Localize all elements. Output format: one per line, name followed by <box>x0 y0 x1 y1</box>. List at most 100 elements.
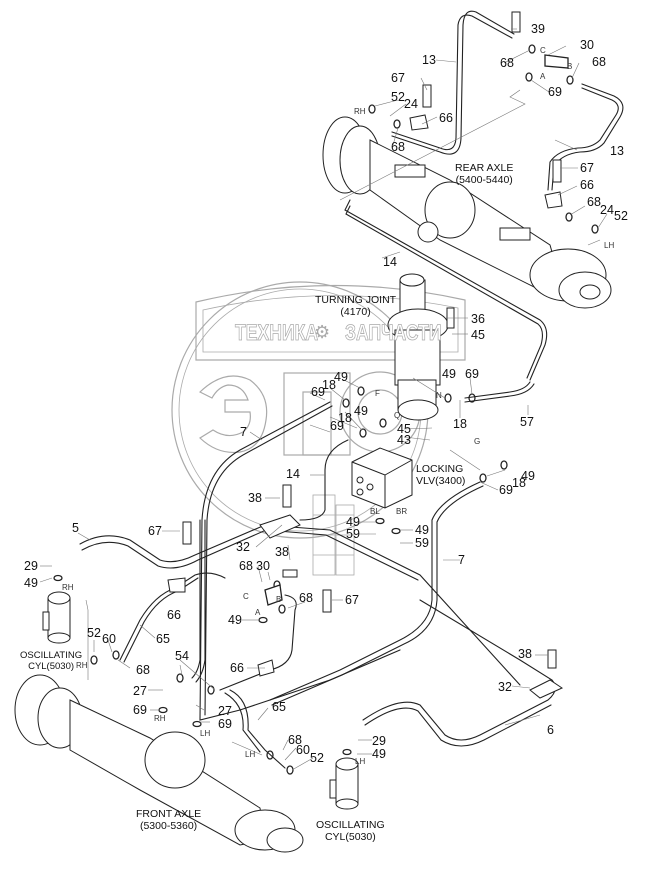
front-axle-title: FRONT AXLE(5300-5360) <box>136 808 202 833</box>
watermark-letter-e <box>198 375 268 454</box>
callout: 59 <box>415 536 429 550</box>
callout: 57 <box>520 415 534 429</box>
callout: 24 <box>404 97 418 111</box>
callout: 66 <box>230 661 244 675</box>
callout: 13 <box>610 144 624 158</box>
oscillating-cylinder-rh <box>42 591 71 644</box>
callout: 32 <box>236 540 250 554</box>
port-mark: A <box>255 608 261 617</box>
port-mark: RH <box>154 714 166 723</box>
callout: 52 <box>391 90 405 104</box>
callout: 24 <box>600 203 614 217</box>
callout: 14 <box>286 467 300 481</box>
callout: 43 <box>397 433 411 447</box>
callout: 38 <box>248 491 262 505</box>
port-mark: Q <box>394 411 401 420</box>
callout: 69 <box>311 385 325 399</box>
callout: 69 <box>465 367 479 381</box>
callout: 49 <box>24 576 38 590</box>
callout: 18 <box>512 476 526 490</box>
port-mark: RH <box>62 583 74 592</box>
port-mark: BR <box>396 507 408 516</box>
port-mark: A <box>540 72 546 81</box>
port-mark: RH <box>354 107 366 116</box>
callout: 18 <box>338 411 352 425</box>
callout: 13 <box>422 53 436 67</box>
port-mark: G <box>474 437 481 446</box>
callout: 49 <box>521 469 535 483</box>
turning-joint-title: TURNING JOINT(4170) <box>315 294 397 319</box>
clamps <box>167 114 564 699</box>
callout: 68 <box>587 195 601 209</box>
callout: 60 <box>296 743 310 757</box>
callout: 49 <box>372 747 386 761</box>
callout: 69 <box>330 419 344 433</box>
callout: 49 <box>346 515 360 529</box>
watermark-left-text: ТЕХНИКА <box>235 320 319 346</box>
gear-icon: ⚙ <box>314 322 331 342</box>
port-mark: F <box>375 389 380 398</box>
callout: 67 <box>148 524 162 538</box>
callout: 68 <box>239 559 253 573</box>
watermark-right-text: ЗАПЧАСТИ <box>345 320 442 346</box>
turning-joint <box>387 273 449 421</box>
port-mark: RH <box>76 661 88 670</box>
callout: 69 <box>548 85 562 99</box>
callout: 68 <box>500 56 514 70</box>
callout: 65 <box>156 632 170 646</box>
callout: 52 <box>310 751 324 765</box>
rear-axle <box>322 116 612 309</box>
callout: 39 <box>531 22 545 36</box>
oscillating-cylinder-lh <box>329 757 359 810</box>
callout: 7 <box>240 425 247 439</box>
callout: 52 <box>614 209 628 223</box>
callout: 18 <box>322 378 336 392</box>
fittings <box>53 44 599 775</box>
callout: 49 <box>334 370 348 384</box>
callout: 68 <box>592 55 606 69</box>
callout: 66 <box>439 111 453 125</box>
pipe-7-right <box>269 481 481 701</box>
callout: 67 <box>391 71 405 85</box>
callout: 38 <box>275 545 289 559</box>
pipe-5 <box>79 524 521 686</box>
pipe-13-upper <box>391 14 513 151</box>
pipe-65-lower <box>229 689 286 769</box>
callout: 67 <box>345 593 359 607</box>
vertical-hose <box>191 519 201 679</box>
callout: 49 <box>354 404 368 418</box>
rear-axle-title: REAR AXLE(5400-5440) <box>455 162 514 187</box>
port-mark: LH <box>604 241 615 250</box>
callout: 45 <box>397 422 411 436</box>
callout: 27 <box>133 684 147 698</box>
watermark-banner <box>195 284 466 361</box>
pipe-14-lower <box>299 439 349 521</box>
callout: 69 <box>499 483 513 497</box>
callout: 66 <box>580 178 594 192</box>
callout: 7 <box>458 553 465 567</box>
callout: 18 <box>453 417 467 431</box>
callout: 68 <box>288 733 302 747</box>
callout: 69 <box>133 703 147 717</box>
front-axle <box>14 674 304 853</box>
port-mark: B <box>567 62 573 71</box>
callout: 6 <box>547 723 554 737</box>
callout: 65 <box>272 700 286 714</box>
port-mark: LH <box>245 750 256 759</box>
callout: 59 <box>346 527 360 541</box>
port-mark: LH <box>200 729 211 738</box>
callout: 67 <box>580 161 594 175</box>
port-mark: N <box>436 391 442 400</box>
port-mark: BL <box>370 507 380 516</box>
hose-57 <box>464 381 531 399</box>
callout: 68 <box>391 140 405 154</box>
port-mark: LH <box>355 757 366 766</box>
callout: 27 <box>218 704 232 718</box>
locking-valve <box>351 447 413 509</box>
callout: 60 <box>102 632 116 646</box>
callout: 54 <box>175 649 189 663</box>
